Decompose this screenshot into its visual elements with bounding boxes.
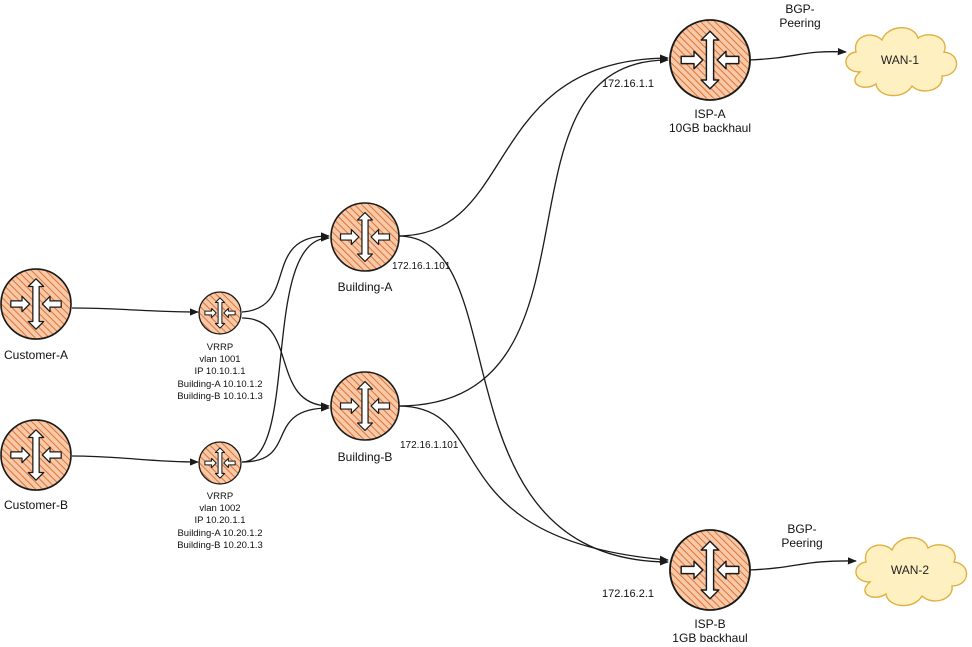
router-vrrp-b[interactable] [198,441,242,485]
edge-vrrp-a-building-b [241,317,330,410]
arrow-in-right [370,397,391,415]
cloud-wan2[interactable] [855,537,968,607]
arrow-in-left [204,307,217,319]
isp-b-name: ISP-B [694,617,726,631]
edge-building-a-isp-a [397,54,669,237]
arrow-in-right [716,560,740,580]
vrrp-b-line: vlan 1002 [199,503,241,515]
router-icon [198,441,242,485]
isp-a-ip: 172.16.1.1 [602,78,654,90]
router-icon [0,268,72,340]
isp-a-name: ISP-A [694,107,726,121]
cloud-icon [855,537,968,607]
vrrp-a-line: vlan 1001 [199,354,241,366]
edge-isp-b-wan2 [747,557,857,571]
vrrp-a-line: VRRP [206,342,234,353]
edge-customer-a-vrrp-a [71,307,199,316]
arrow-in-left [680,50,704,70]
bgp-peering-bottom-line1: BGP- [787,522,817,536]
arrow-in-right [41,446,62,464]
router-isp-a[interactable] [669,19,751,101]
isp-a-backhaul: 10GB backhaul [668,121,752,135]
bgp-peering-bottom: BGP- Peering [781,522,822,550]
customer-b-label: Customer-B [3,498,69,512]
vrrp-b-line: IP 10.20.1.1 [194,515,246,527]
bgp-peering-top-line1: BGP- [785,2,815,16]
arrow-in-right [223,457,236,469]
vrrp-a-line: Building-B 10.10.1.3 [177,390,263,402]
arrow-in-right [223,307,236,319]
router-icon [669,19,751,101]
building-b-ip: 172.16.1.101 [400,440,459,451]
vrrp-b-info: VRRP vlan 1002 IP 10.20.1.1 Building-A 1… [177,491,263,552]
arrow-in-left [10,295,31,313]
vrrp-b-line: VRRP [206,491,234,502]
router-icon [330,202,400,272]
router-building-a[interactable] [330,202,400,272]
router-isp-b[interactable] [669,529,751,611]
building-b-label: Building-B [337,450,393,464]
isp-b-label: ISP-B 1GB backhaul [672,617,747,645]
edge-vrrp-a-building-a [241,232,330,313]
edge-building-b-isp-b [397,405,669,563]
arrow-in-right [370,228,391,246]
vrrp-b-line: Building-B 10.20.1.3 [177,539,263,551]
arrow-in-left [339,228,360,246]
router-vrrp-a[interactable] [198,291,242,335]
edge-building-b-isp-a [397,56,669,407]
router-icon [669,529,751,611]
arrow-in-left [680,560,704,580]
bgp-peering-bottom-line2: Peering [781,536,823,550]
connectors [71,48,857,571]
vrrp-a-info: VRRP vlan 1001 IP 10.10.1.1 Building-A 1… [177,342,263,403]
building-a-label: Building-A [337,280,393,294]
building-a-ip: 172.16.1.101 [392,261,451,272]
vrrp-a-line: Building-A 10.10.1.2 [177,378,263,390]
edge-customer-b-vrrp-b [71,455,199,466]
arrow-in-left [204,457,217,469]
arrow-in-right [41,295,62,313]
isp-a-label: ISP-A 10GB backhaul [669,107,751,135]
cloud-wan1[interactable] [845,27,958,97]
edge-building-a-isp-b [397,235,669,566]
router-customer-b[interactable] [0,419,72,491]
isp-b-ip: 172.16.2.1 [602,588,654,600]
router-customer-a[interactable] [0,268,72,340]
arrow-in-right [716,50,740,70]
router-icon [198,291,242,335]
arrow-in-left [10,446,31,464]
edge-isp-a-wan1 [747,48,847,61]
vrrp-a-line: IP 10.10.1.1 [194,366,246,378]
isp-b-backhaul: 1GB backhaul [672,631,748,645]
router-building-b[interactable] [330,371,400,441]
customer-a-label: Customer-A [3,348,69,362]
router-icon [0,419,72,491]
vrrp-b-line: Building-A 10.20.1.2 [177,527,263,539]
arrow-in-left [339,397,360,415]
edge-vrrp-b-building-b [241,404,330,463]
bgp-peering-top: BGP- Peering [779,2,820,30]
router-icon [330,371,400,441]
wan1-label: WAN-1 [880,53,920,67]
cloud-icon [845,27,958,97]
wan2-label: WAN-2 [890,563,930,577]
bgp-peering-top-line2: Peering [779,16,821,30]
edge-vrrp-b-building-a [241,234,330,463]
